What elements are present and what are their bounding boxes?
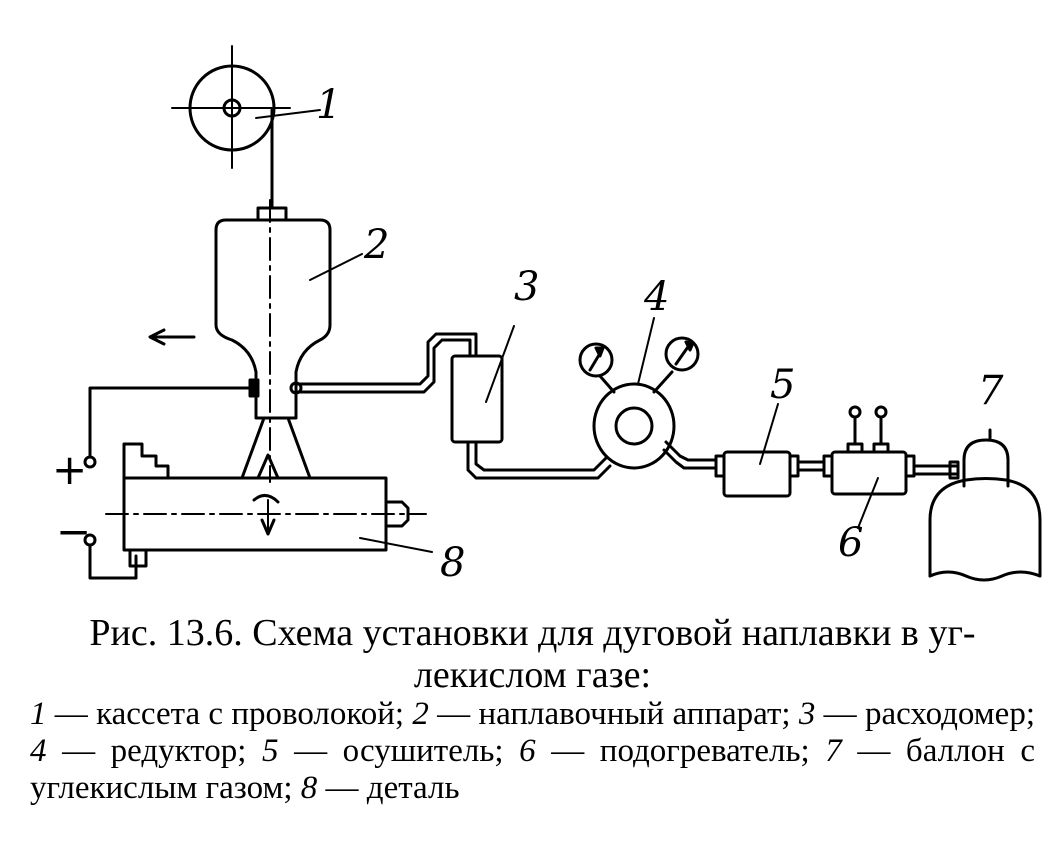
dryer	[714, 403, 826, 498]
label-8: 8	[440, 540, 465, 586]
legend-text-6: — подогреватель;	[535, 733, 826, 769]
legend-text-5: — осушитель;	[278, 733, 520, 769]
caption-title: Рис. 13.6. Схема установки для дуговой н…	[30, 612, 1035, 696]
legend-text-1: — кассета с проволокой;	[46, 696, 413, 732]
legend-num-1: 1	[30, 696, 47, 732]
label-6: 6	[838, 520, 863, 566]
legend-num-6: 6	[519, 733, 536, 769]
caption-title-line-1: Рис. 13.6. Схема установки для дуговой н…	[89, 612, 976, 654]
legend-num-7: 7	[825, 733, 842, 769]
legend-text-7: — баллон с углекислым газом;	[30, 733, 1035, 806]
heater	[822, 405, 958, 529]
label-4: 4	[643, 274, 669, 320]
gas-hose-head-to-flowmeter	[289, 332, 478, 395]
welding-head	[148, 199, 363, 483]
caption-legend: 1 — кассета с проволокой; 2 — наплавочны…	[30, 696, 1035, 807]
legend-text-8: — деталь	[317, 770, 460, 806]
label-1: 1	[316, 82, 341, 128]
legend-num-4: 4	[30, 733, 47, 769]
gas-hose-reducer-to-dryer	[662, 440, 718, 470]
component-labels: 1 2 3 4 5 6 7 8 + −	[52, 82, 1004, 586]
workpiece	[105, 442, 433, 568]
schematic-svg: 1 2 3 4 5 6 7 8 + −	[52, 45, 1042, 586]
label-3: 3	[514, 264, 539, 310]
gas-cylinder	[928, 428, 1042, 582]
legend-text-4: — редуктор;	[46, 733, 263, 769]
legend-text-2: — наплавочный аппарат;	[428, 696, 799, 732]
reducer	[578, 317, 700, 470]
figure-caption: Рис. 13.6. Схема установки для дуговой н…	[30, 612, 1035, 807]
flowmeter	[450, 325, 612, 480]
label-5: 5	[770, 362, 795, 408]
caption-title-line-2: лекислом газе:	[413, 654, 652, 696]
minus-terminal-label: −	[56, 507, 91, 556]
label-2: 2	[363, 222, 389, 268]
wire-reel	[171, 45, 321, 210]
plus-terminal-label: +	[52, 445, 87, 494]
legend-text-3: — расходомер;	[815, 696, 1035, 732]
label-7: 7	[978, 368, 1004, 414]
legend-num-8: 8	[300, 770, 318, 806]
diagram: 1 2 3 4 5 6 7 8 + −	[52, 45, 1042, 586]
legend-num-5: 5	[262, 733, 279, 769]
legend-num-3: 3	[798, 696, 816, 732]
legend-num-2: 2	[412, 696, 429, 732]
